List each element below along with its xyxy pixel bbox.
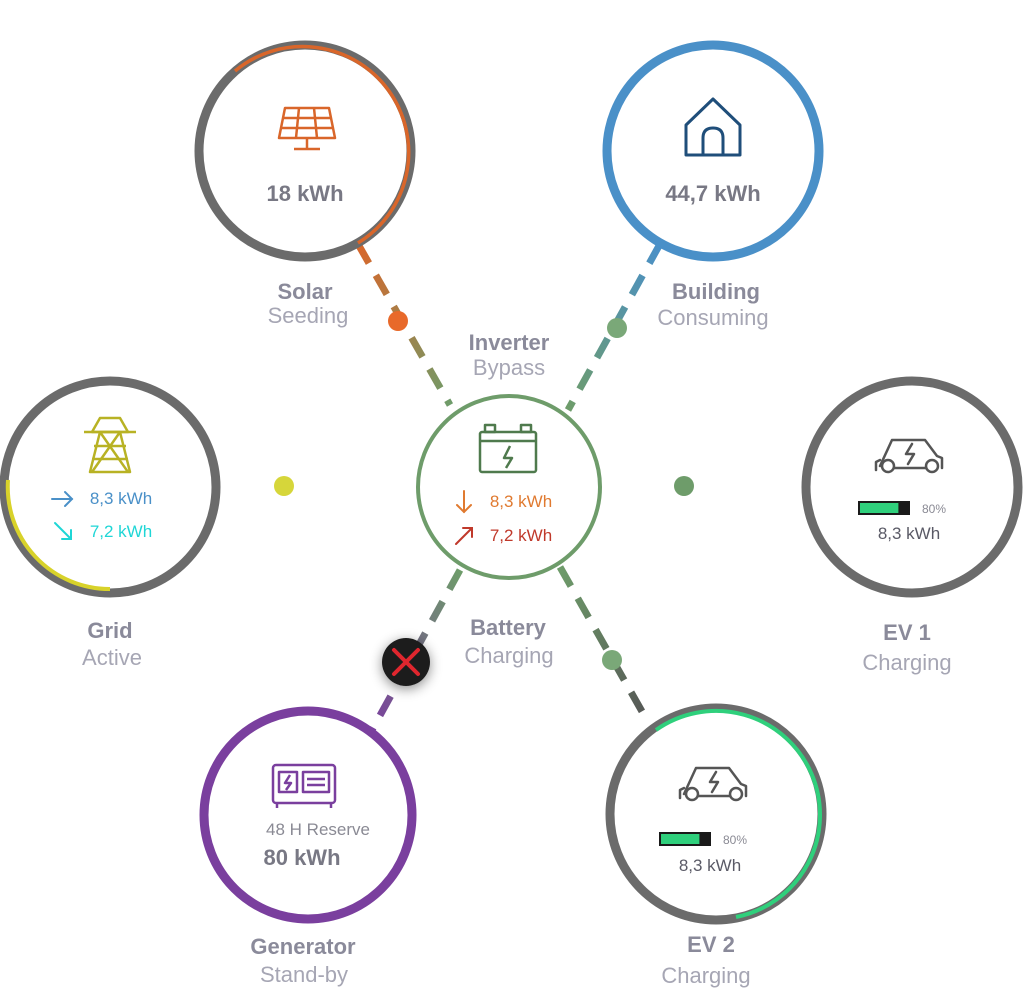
grid-import-arrow-icon [51,491,74,507]
ev1-charge-bar [858,501,910,515]
solar-status: Seeding [267,303,349,328]
ev2-value: 8,3 kWh [678,856,742,875]
grid-ring [0,376,221,598]
battery-in-arrow-icon [456,490,472,514]
ev1-label: EV 1 [883,620,931,645]
solar-label: Solar [277,279,333,304]
close-icon [392,648,420,676]
power-tower-icon [84,416,136,474]
solar-value: 18 kWh [266,181,344,206]
battery-label: Battery [470,615,546,640]
electric-car-icon [874,438,944,474]
grid-import-value: 8,3 kWh [89,489,153,508]
house-icon [684,97,742,157]
solar-panel-icon [277,106,337,151]
battery-in-value: 8,3 kWh [489,492,553,511]
generator-icon [271,763,337,808]
electric-car-icon [678,766,748,802]
generator-label: Generator [250,934,356,959]
ev2-connector [556,565,652,724]
battery-out-arrow-icon [455,527,473,545]
ev2-charge-bar [659,832,711,846]
ev2-percent: 80% [722,833,748,847]
ev1-ring [801,376,1023,598]
inverter-label: Inverter [468,330,550,355]
battery-status: Charging [464,643,554,668]
ev1-percent: 80% [921,502,947,516]
generator-reserve: 48 H Reserve [266,820,370,839]
building-connector [564,242,664,412]
grid-label: Grid [87,618,133,643]
building-status: Consuming [657,305,769,330]
generator-value: 80 kWh [263,845,341,870]
ev1-value: 8,3 kWh [877,524,941,543]
inverter-status: Bypass [472,355,546,380]
battery-ring [416,394,602,580]
generator-status: Stand-by [259,962,349,987]
grid-export-value: 7,2 kWh [89,522,153,541]
grid-export-arrow-icon [54,522,72,540]
generator-ring [199,706,417,924]
building-ring [602,40,824,262]
ev1-status: Charging [862,650,952,675]
battery-icon [478,423,538,474]
ev2-label: EV 2 [687,932,735,957]
grid-status: Active [82,645,142,670]
generator-disconnect-marker[interactable] [382,638,430,686]
flow-dots [274,311,694,670]
solar-ring [194,40,416,262]
ev2-status: Charging [661,963,751,988]
building-value: 44,7 kWh [665,181,761,206]
ev2-ring [605,703,827,925]
building-label: Building [672,279,760,304]
battery-out-value: 7,2 kWh [489,526,553,545]
